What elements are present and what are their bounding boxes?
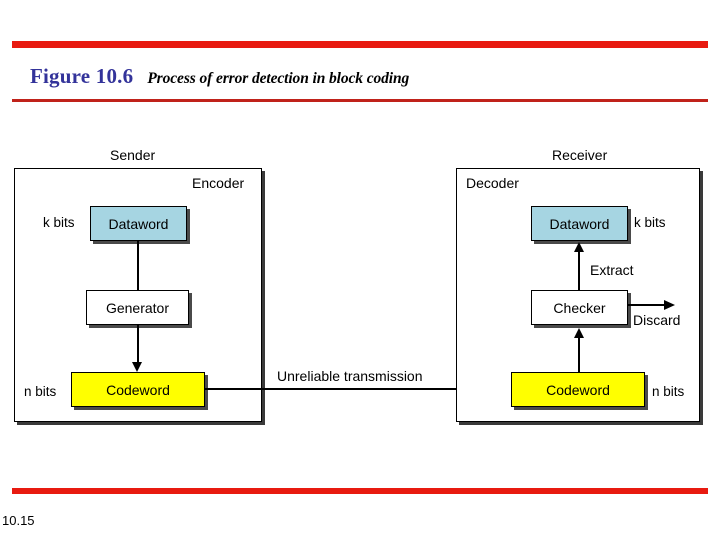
header-rule-top bbox=[12, 41, 708, 48]
sender-label: Sender bbox=[110, 147, 156, 163]
receiver-codeword-to-checker-line bbox=[578, 338, 580, 372]
sender-generator-text: Generator bbox=[105, 299, 170, 316]
decoder-label: Decoder bbox=[466, 175, 519, 191]
slide-number: 10.15 bbox=[2, 513, 35, 528]
extract-arrowhead-icon bbox=[573, 242, 584, 252]
sender-generator-to-codeword-line bbox=[137, 325, 139, 368]
encoder-label: Encoder bbox=[192, 175, 245, 191]
unreliable-transmission-label: Unreliable transmission bbox=[277, 368, 423, 384]
discard-arrowhead-icon bbox=[664, 299, 675, 310]
discard-label: Discard bbox=[633, 312, 681, 328]
receiver-label: Receiver bbox=[552, 147, 608, 163]
receiver-checker-text: Checker bbox=[553, 299, 606, 316]
figure-title: Figure 10.6 Process of error detection i… bbox=[30, 64, 409, 89]
sender-generator-arrowhead-icon bbox=[132, 362, 142, 372]
figure-caption: Process of error detection in block codi… bbox=[147, 70, 410, 87]
extract-label: Extract bbox=[590, 262, 634, 278]
receiver-codeword-text: Codeword bbox=[546, 381, 610, 398]
sender-dataword-box[interactable]: Dataword bbox=[90, 206, 187, 241]
sender-dataword-text: Dataword bbox=[108, 215, 169, 232]
sender-codeword-box[interactable]: Codeword bbox=[71, 372, 205, 407]
header-rule-under-title bbox=[12, 99, 708, 102]
receiver-checker-box[interactable]: Checker bbox=[531, 290, 628, 325]
sender-k-bits-label: k bits bbox=[43, 215, 75, 230]
figure-number-label: Figure 10.6 bbox=[30, 64, 134, 88]
receiver-dataword-text: Dataword bbox=[549, 215, 610, 232]
receiver-dataword-box[interactable]: Dataword bbox=[531, 206, 628, 241]
sender-codeword-text: Codeword bbox=[106, 381, 170, 398]
footer-rule bbox=[12, 488, 708, 494]
receiver-codeword-arrowhead-icon bbox=[573, 328, 584, 338]
transmission-line bbox=[205, 388, 504, 390]
discard-line bbox=[628, 304, 670, 306]
sender-generator-box[interactable]: Generator bbox=[86, 290, 189, 325]
sender-dataword-to-generator-line bbox=[137, 241, 139, 290]
receiver-codeword-box[interactable]: Codeword bbox=[511, 372, 645, 407]
extract-line bbox=[578, 252, 580, 290]
sender-n-bits-label: n bits bbox=[24, 384, 57, 399]
receiver-n-bits-label: n bits bbox=[652, 384, 685, 399]
receiver-k-bits-label: k bits bbox=[634, 215, 666, 230]
